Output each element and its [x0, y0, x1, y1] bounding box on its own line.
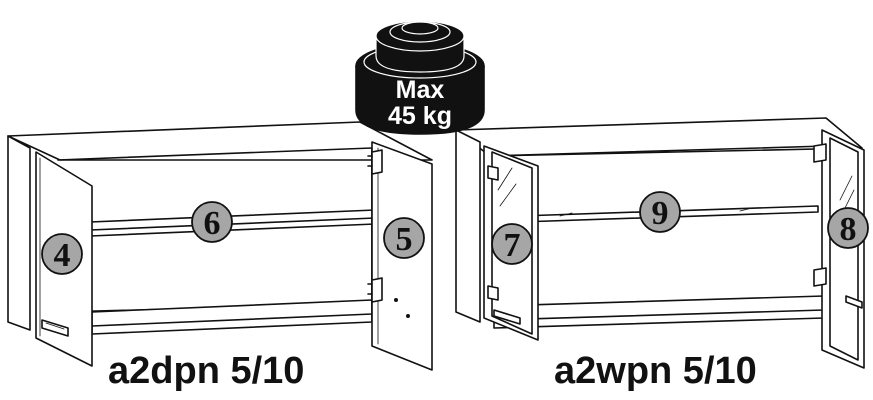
badge-8 [827, 207, 869, 249]
badge-5 [383, 217, 425, 259]
weight-line-2: 45 kg [388, 102, 452, 130]
badge-9 [639, 191, 681, 233]
badge-7-label: 7 [504, 227, 521, 264]
badge-8-label: 8 [840, 211, 857, 248]
caption-right: a2wpn 5/10 [554, 350, 757, 392]
badge-6 [191, 201, 233, 243]
badge-7 [491, 223, 533, 265]
caption-left: a2dpn 5/10 [108, 350, 305, 392]
badge-5-label: 5 [396, 221, 413, 258]
badge-4 [41, 233, 83, 275]
badge-9-label: 9 [652, 195, 669, 232]
weight-line-1: Max [396, 76, 445, 104]
badge-6-label: 6 [204, 205, 221, 242]
weight-icon [355, 20, 485, 135]
badge-4-label: 4 [54, 237, 71, 274]
